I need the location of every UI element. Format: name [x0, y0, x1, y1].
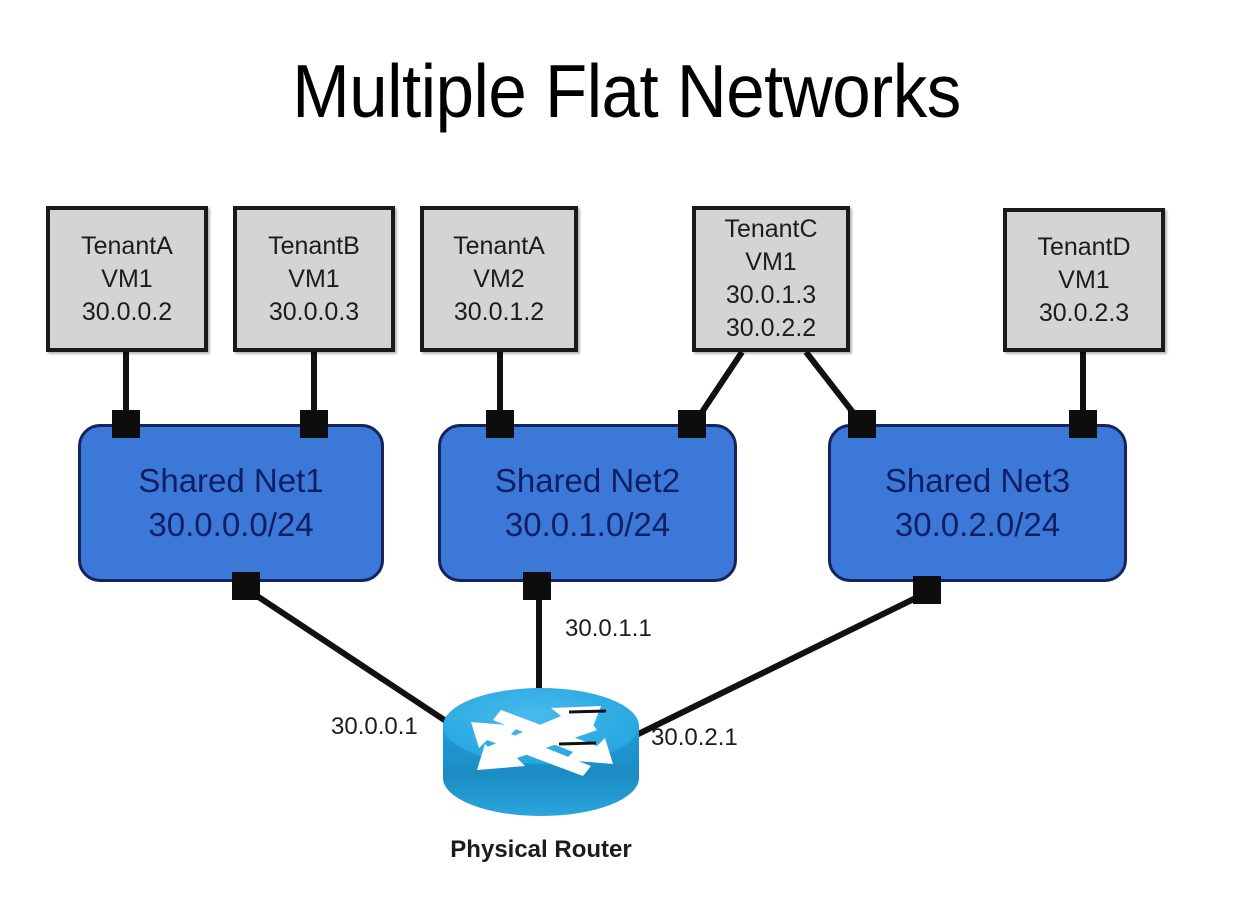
network-port-port-net3-a[interactable] [848, 410, 876, 438]
vm-tenant-name: TenantD [1037, 232, 1131, 261]
vm-ip-address: 30.0.1.2 [453, 297, 545, 326]
network-port-port-net3-b[interactable] [1069, 410, 1097, 438]
vm-box-vm-tenanta-vm2[interactable]: TenantA VM2 30.0.1.2 [420, 206, 578, 352]
network-port-port-net2-gw[interactable] [523, 572, 551, 600]
vm-ip-address: 30.0.0.3 [268, 297, 360, 326]
vm-ip-address: 30.0.1.3 [725, 281, 817, 309]
shared-network-box-net1[interactable]: Shared Net1 30.0.0.0/24 [78, 424, 384, 582]
gateway-ip-label-gw-net2: 30.0.1.1 [565, 615, 652, 642]
vm-tenant-name: TenantA [81, 231, 173, 260]
vm-box-vm-tenantb-vm1[interactable]: TenantB VM1 30.0.0.3 [233, 206, 395, 352]
network-port-port-net2-b[interactable] [678, 410, 706, 438]
shared-network-box-net3[interactable]: Shared Net3 30.0.2.0/24 [828, 424, 1127, 582]
physical-router-icon[interactable] [441, 686, 641, 819]
network-port-port-net3-gw[interactable] [913, 576, 941, 604]
router-caption: Physical Router [450, 836, 632, 863]
network-name: Shared Net3 [884, 462, 1071, 499]
vm-tenant-name: TenantC [724, 215, 818, 243]
network-port-port-net2-a[interactable] [486, 410, 514, 438]
network-port-port-net1-b[interactable] [300, 410, 328, 438]
network-name: Shared Net1 [138, 462, 324, 499]
vm-ip-address: 30.0.0.2 [81, 297, 173, 326]
vm-box-vm-tenanta-vm1[interactable]: TenantA VM1 30.0.0.2 [46, 206, 208, 352]
page-title: Multiple Flat Networks [292, 49, 961, 133]
vm-box-vm-tenantd-vm1[interactable]: TenantD VM1 30.0.2.3 [1003, 208, 1165, 352]
vm-ip-address: 30.0.2.3 [1038, 298, 1130, 327]
gateway-ip-label-gw-net3: 30.0.2.1 [651, 724, 738, 751]
vm-tenant-name: TenantB [268, 231, 360, 260]
vm-instance-name: VM1 [101, 264, 153, 293]
network-name: Shared Net2 [494, 462, 681, 499]
vm-instance-name: VM2 [473, 264, 525, 293]
network-cidr: 30.0.0.0/24 [148, 506, 314, 543]
vm-box-vm-tenantc-vm1[interactable]: TenantC VM1 30.0.1.3 30.0.2.2 [692, 206, 850, 352]
vm-instance-name: VM1 [288, 264, 340, 293]
network-cidr: 30.0.1.0/24 [504, 506, 671, 543]
vm-tenant-name: TenantA [453, 231, 545, 260]
network-port-port-net1-gw[interactable] [232, 572, 260, 600]
connection-link [618, 589, 930, 746]
vm-instance-name: VM1 [745, 248, 797, 276]
gateway-ip-label-gw-net1: 30.0.0.1 [331, 713, 418, 740]
shared-network-box-net2[interactable]: Shared Net2 30.0.1.0/24 [438, 424, 737, 582]
vm-ip-address: 30.0.2.2 [725, 314, 817, 342]
vm-instance-name: VM1 [1058, 265, 1110, 294]
network-cidr: 30.0.2.0/24 [894, 506, 1061, 543]
network-port-port-net1-a[interactable] [112, 410, 140, 438]
